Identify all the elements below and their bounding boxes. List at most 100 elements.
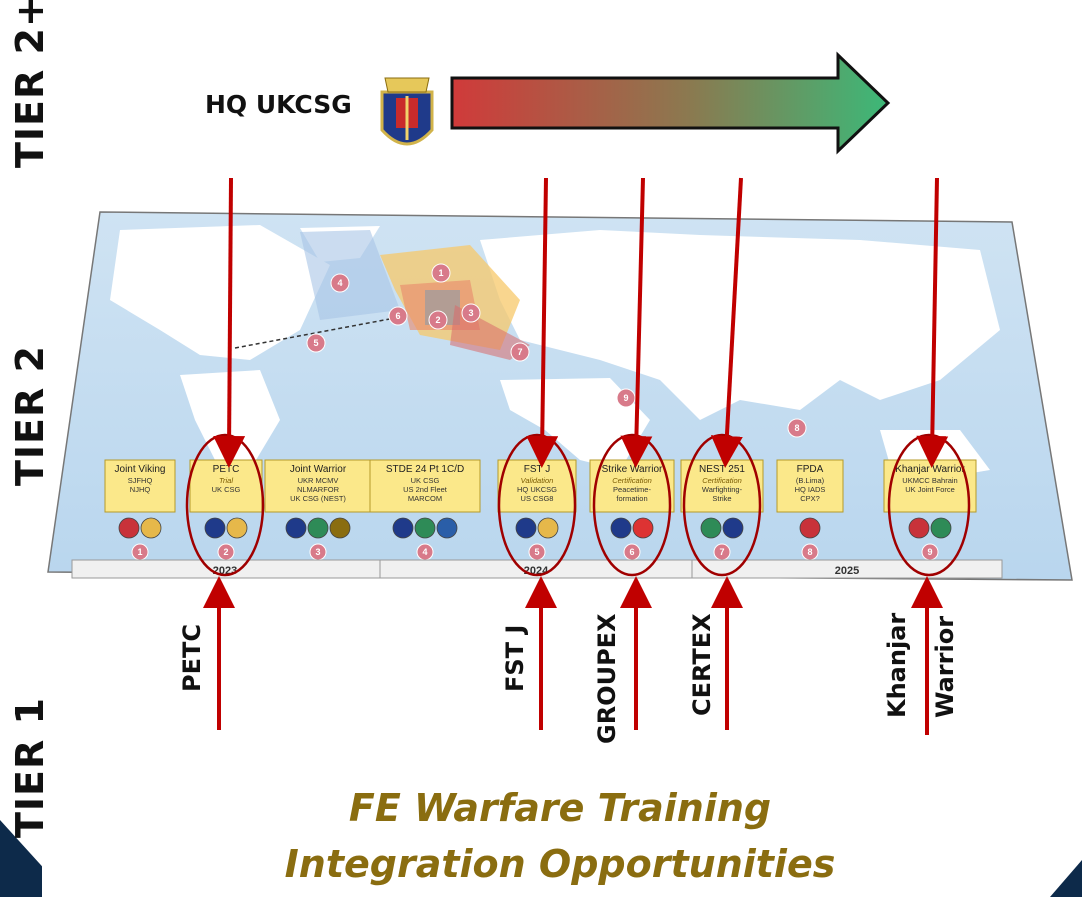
event-name: Joint Viking	[115, 464, 166, 475]
progress-arrow	[450, 51, 891, 155]
highlight-ellipse-certex	[682, 433, 762, 577]
event-number: 6	[629, 547, 634, 557]
highlight-ellipse-petc	[185, 433, 265, 577]
event-number: 1	[137, 547, 142, 557]
event-name: Joint Warrior	[290, 464, 347, 475]
event-detail: (B.Lima)	[796, 476, 825, 485]
event-detail: UK CSG	[411, 476, 440, 485]
event-detail: Certification	[612, 476, 652, 485]
unit-badge-icon	[140, 517, 162, 539]
svg-text:1: 1	[438, 268, 443, 278]
highlight-ellipse-khanjar	[887, 433, 971, 577]
event-detail: MARCOM	[408, 494, 442, 503]
event-number: 9	[927, 547, 932, 557]
event-box	[776, 459, 844, 513]
unit-badge-icon	[307, 517, 329, 539]
event-number: 8	[807, 547, 812, 557]
event-detail: US 2nd Fleet	[403, 485, 448, 494]
event-box	[264, 459, 372, 513]
event-name: FST J	[524, 464, 550, 475]
event-name: STDE 24 Pt 1C/D	[386, 464, 464, 475]
down-arrow-2	[526, 177, 559, 468]
unit-badge-icon	[118, 517, 140, 539]
event-detail: UK CSG (NEST)	[290, 494, 346, 503]
unit-badge-icon	[329, 517, 351, 539]
event-detail: UKMCC Bahrain	[902, 476, 957, 485]
unit-badge-icon	[392, 517, 414, 539]
event-box	[369, 459, 481, 513]
unit-badge-icon	[414, 517, 436, 539]
unit-badge-icon	[436, 517, 458, 539]
event-detail: UK CSG	[212, 485, 241, 494]
down-arrow-5	[916, 177, 949, 468]
event-detail: Trial	[219, 476, 233, 485]
svg-text:2: 2	[435, 315, 440, 325]
event-box	[189, 459, 263, 513]
event-detail: UKR MCMV	[298, 476, 339, 485]
label-warrior: Warrior	[931, 615, 959, 718]
event-detail: Warfighting-	[702, 485, 743, 494]
unit-badge-icon	[799, 517, 821, 539]
event-box	[104, 459, 176, 513]
tier-2plus-label: TIER 2+	[8, 0, 52, 168]
svg-text:5: 5	[313, 338, 318, 348]
svg-text:4: 4	[337, 278, 342, 288]
hq-label: HQ UKCSG	[205, 90, 352, 119]
event-detail: formation	[616, 494, 647, 503]
event-box	[680, 459, 764, 513]
year-label-2025: 2025	[835, 565, 859, 577]
unit-badge-icon	[515, 517, 537, 539]
event-detail: HQ UKCSG	[517, 485, 557, 494]
event-box	[497, 459, 577, 513]
event-name: NEST 251	[699, 464, 745, 475]
event-box	[589, 459, 675, 513]
unit-badge-icon	[610, 517, 632, 539]
unit-badge-icon	[204, 517, 226, 539]
event-detail: SJFHQ	[128, 476, 153, 485]
svg-text:6: 6	[395, 311, 400, 321]
event-name: PETC	[213, 464, 240, 475]
svg-text:9: 9	[623, 393, 628, 403]
unit-badge-icon	[285, 517, 307, 539]
label-fstj: FST J	[501, 624, 529, 692]
event-detail: UK Joint Force	[905, 485, 955, 494]
svg-text:3: 3	[468, 308, 473, 318]
down-arrow-4	[710, 177, 743, 468]
unit-badge-icon	[700, 517, 722, 539]
event-name: FPDA	[797, 464, 824, 475]
label-khanjar: Khanjar	[883, 612, 911, 718]
event-number: 2	[223, 547, 228, 557]
unit-badge-icon	[722, 517, 744, 539]
unit-badge-icon	[226, 517, 248, 539]
event-detail: NLMARFOR	[297, 485, 340, 494]
event-detail: Certification	[702, 476, 742, 485]
unit-badge-icon	[537, 517, 559, 539]
event-detail: Peacetime-	[613, 485, 651, 494]
event-number: 5	[534, 547, 539, 557]
event-name: Khanjar Warrior	[895, 464, 965, 475]
event-number: 7	[719, 547, 724, 557]
svg-text:7: 7	[517, 347, 522, 357]
unit-badge-icon	[908, 517, 930, 539]
label-certex: CERTEX	[688, 613, 716, 716]
unit-badge-icon	[632, 517, 654, 539]
event-detail: US CSG8	[521, 494, 554, 503]
unit-badge-icon	[930, 517, 952, 539]
label-groupex: GROUPEX	[593, 613, 621, 744]
caption-line-2: Integration Opportunities	[284, 842, 836, 886]
highlight-ellipse-groupex	[592, 433, 672, 577]
highlight-ellipse-fstj	[497, 433, 577, 577]
tier-1-label: TIER 1	[8, 697, 52, 838]
event-name: Strike Warrior	[602, 464, 663, 475]
event-box	[883, 459, 977, 513]
event-detail: Validation	[521, 476, 554, 485]
